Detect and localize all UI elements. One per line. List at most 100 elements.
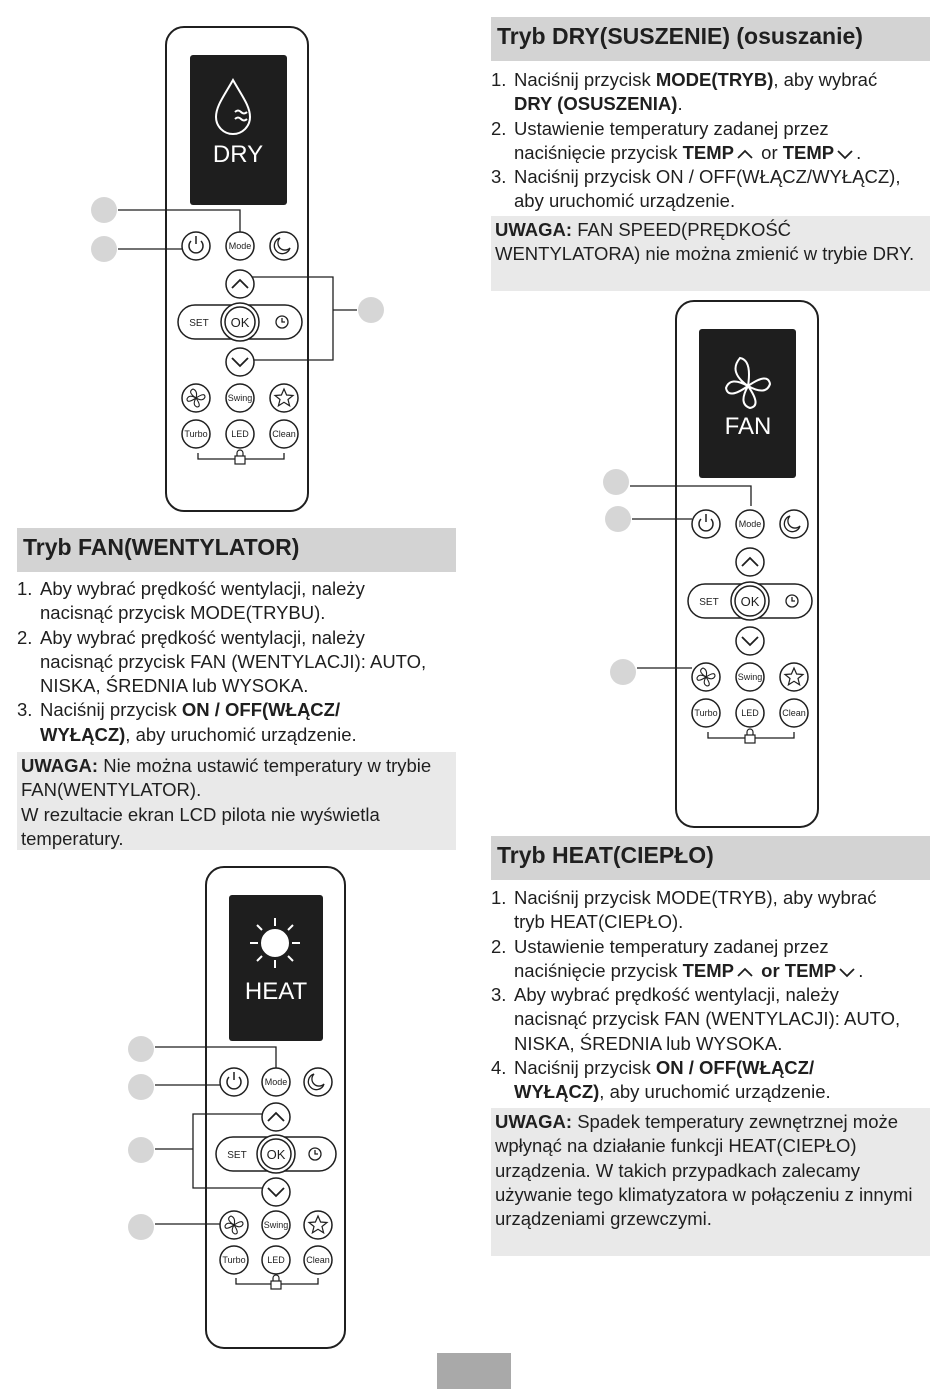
swing-button[interactable]: [225, 383, 255, 413]
clean-label: Clean: [782, 708, 806, 718]
sleep-icon: [307, 1073, 325, 1091]
drop-icon: [214, 77, 252, 135]
favorite-button[interactable]: [303, 1210, 333, 1240]
chevron-down-icon: [267, 1187, 285, 1198]
fan-icon: [224, 1215, 244, 1235]
clean-button[interactable]: [779, 698, 809, 728]
sleep-icon: [273, 237, 291, 255]
chevron-down-icon: [741, 636, 759, 647]
mode-label: Mode: [265, 1077, 288, 1087]
ok-button[interactable]: [260, 1138, 292, 1170]
power-icon: [188, 236, 204, 254]
chevron-down-icon: [231, 357, 249, 368]
fan-section-title: Tryb FAN(WENTYLATOR): [17, 528, 456, 572]
led-button[interactable]: [735, 698, 765, 728]
temp-down-button[interactable]: [261, 1177, 291, 1207]
led-label: LED: [231, 429, 249, 439]
chevron-up-icon: [741, 556, 759, 567]
dry-step-3: 3.Naciśnij przycisk ON / OFF(WŁĄCZ/WYŁĄC…: [491, 166, 901, 212]
ok-button[interactable]: [224, 306, 256, 338]
mode-button[interactable]: [735, 509, 765, 539]
turbo-label: Turbo: [694, 708, 717, 718]
led-label: LED: [267, 1255, 285, 1265]
temp-down-button[interactable]: [735, 626, 765, 656]
turbo-button[interactable]: [181, 419, 211, 449]
remote-heat: HEAT Mode SET OK Swing Turbo LED: [126, 862, 366, 1357]
ok-label: OK: [267, 1147, 286, 1162]
dry-step-1: 1.Naciśnij przycisk MODE(TRYB), aby wybr…: [491, 69, 878, 115]
fan-step-1: 1.Aby wybrać prędkość wentylacji, należy…: [17, 578, 365, 624]
power-icon: [226, 1072, 242, 1090]
fan-icon: [186, 388, 206, 408]
clean-label: Clean: [306, 1255, 330, 1265]
fan-note: UWAGA: Nie można ustawić temperatury w t…: [17, 752, 456, 850]
power-button[interactable]: [181, 231, 211, 261]
temp-up-button[interactable]: [735, 547, 765, 577]
swing-button[interactable]: [735, 662, 765, 692]
remote-dry: DRY Mode SET OK Swing: [88, 22, 388, 522]
turbo-label: Turbo: [222, 1255, 245, 1265]
chevron-down-icon: [837, 150, 853, 160]
dry-steps: 1.Naciśnij przycisk MODE(TRYB), aby wybr…: [491, 68, 936, 214]
set-button[interactable]: SET: [699, 597, 718, 608]
star-icon: [307, 1214, 329, 1235]
temp-up-button[interactable]: [261, 1102, 291, 1132]
favorite-button[interactable]: [269, 383, 299, 413]
temp-down-button[interactable]: [225, 347, 255, 377]
chevron-up-icon: [267, 1111, 285, 1122]
lock-icon: [270, 1274, 282, 1290]
fan-step-2: 2.Aby wybrać prędkość wentylacji, należy…: [17, 626, 427, 697]
mode-label: Mode: [739, 519, 762, 529]
swing-label: Swing: [264, 1220, 289, 1230]
lock-icon: [234, 449, 246, 465]
led-button[interactable]: [225, 419, 255, 449]
fan-icon: [696, 667, 716, 687]
fan-steps: 1.Aby wybrać prędkość wentylacji, należy…: [17, 577, 462, 747]
dry-section-title: Tryb DRY(SUSZENIE) (osuszanie): [491, 17, 930, 61]
chevron-up-icon: [737, 149, 753, 159]
mode-button[interactable]: [261, 1067, 291, 1097]
clean-button[interactable]: [269, 419, 299, 449]
star-icon: [783, 666, 805, 687]
heat-steps: 1.Naciśnij przycisk MODE(TRYB), aby wybr…: [491, 886, 941, 1105]
ok-button[interactable]: [734, 585, 766, 617]
heat-step-1: 1.Naciśnij przycisk MODE(TRYB), aby wybr…: [491, 887, 877, 933]
heat-step-3: 3.Aby wybrać prędkość wentylacji, należy…: [491, 984, 901, 1054]
mode-label: Mode: [229, 241, 252, 251]
power-button[interactable]: [219, 1067, 249, 1097]
fan-icon: [724, 356, 772, 410]
ok-label: OK: [231, 315, 250, 330]
turbo-button[interactable]: [691, 698, 721, 728]
timer-icon: [275, 315, 289, 329]
heat-step-4: 4.Naciśnij przycisk ON / OFF(WŁĄCZ/WYŁĄC…: [491, 1057, 831, 1103]
turbo-button[interactable]: [219, 1245, 249, 1275]
sleep-icon: [783, 515, 801, 533]
temp-up-button[interactable]: [225, 269, 255, 299]
led-button[interactable]: [261, 1245, 291, 1275]
sun-icon: [250, 918, 300, 968]
heat-section-title: Tryb HEAT(CIEPŁO): [491, 836, 930, 880]
ok-label: OK: [741, 594, 760, 609]
star-icon: [273, 387, 295, 408]
swing-button[interactable]: [261, 1210, 291, 1240]
favorite-button[interactable]: [779, 662, 809, 692]
clean-button[interactable]: [303, 1245, 333, 1275]
mode-button[interactable]: [225, 231, 255, 261]
set-button[interactable]: SET: [227, 1150, 246, 1161]
heat-note: UWAGA: Spadek temperatury zewnętrznej mo…: [491, 1108, 930, 1256]
screen-fan-label: FAN: [725, 413, 772, 440]
fan-step-3: 3.Naciśnij przycisk ON / OFF(WŁĄCZ/WYŁĄC…: [17, 699, 357, 745]
set-button[interactable]: SET: [189, 318, 208, 329]
swing-label: Swing: [738, 672, 763, 682]
dry-note: UWAGA: FAN SPEED(PRĘDKOŚĆ WENTYLATORA) n…: [491, 216, 930, 291]
power-button[interactable]: [691, 509, 721, 539]
turbo-label: Turbo: [184, 429, 207, 439]
timer-icon: [308, 1147, 322, 1161]
screen-heat-label: HEAT: [245, 978, 308, 1005]
chevron-up-icon: [737, 967, 753, 977]
power-icon: [698, 514, 714, 532]
led-label: LED: [741, 708, 759, 718]
lock-icon: [744, 728, 756, 744]
